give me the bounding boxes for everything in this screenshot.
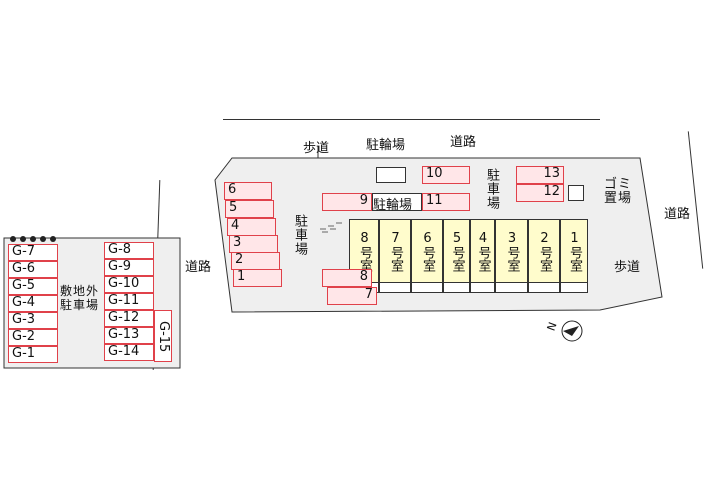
offsite-lot-g9: G-9 <box>104 259 154 276</box>
road-label-top: 道路 <box>450 135 477 150</box>
bike-parking-label-inner: 駐輪場 <box>373 198 413 213</box>
offsite-lot-g3: G-3 <box>8 312 58 329</box>
marker-dot-1 <box>10 236 16 242</box>
offsite-lot-g7: G-7 <box>8 244 58 261</box>
garbage-label: ゴミ置場 <box>604 177 633 206</box>
compass-icon <box>561 320 583 342</box>
road-label-left: 道路 <box>185 260 212 275</box>
offsite-lot-g11: G-11 <box>104 293 154 310</box>
offsite-lot-g1: G-1 <box>8 346 58 363</box>
parking-lot-5: 5 <box>225 200 274 218</box>
offsite-lot-g4: G-4 <box>8 295 58 312</box>
offsite-lot-g2: G-2 <box>8 329 58 346</box>
room-2: 2号室 <box>528 219 560 283</box>
parking-label-left: 駐車場 <box>292 214 307 256</box>
sidewalk-label-right: 歩道 <box>614 260 641 275</box>
parking-lot-1: 1 <box>233 269 282 287</box>
offsite-lot-g6: G-6 <box>8 261 58 278</box>
offsite-lot-g5: G-5 <box>8 278 58 295</box>
parking-lot-12: 12 <box>516 184 564 202</box>
parking-lot-4: 4 <box>227 218 276 236</box>
marker-dot-3 <box>30 236 36 242</box>
bike-parking-label-top: 駐輪場 <box>366 138 406 153</box>
parking-lot-13: 13 <box>516 166 564 184</box>
slope-hatch <box>320 222 342 233</box>
parking-lot-7: 7 <box>327 287 377 305</box>
room-6: 6号室 <box>411 219 443 283</box>
parking-lot-10: 10 <box>422 166 470 184</box>
parking-lot-11: 11 <box>422 193 470 211</box>
room-base-2 <box>528 283 560 293</box>
offsite-lot-g14: G-14 <box>104 344 154 361</box>
room-5: 5号室 <box>443 219 470 283</box>
parking-lot-2: 2 <box>231 252 280 270</box>
room-1: 1号室 <box>560 219 588 283</box>
marker-dot-4 <box>40 236 46 242</box>
offsite-lot-g12: G-12 <box>104 310 154 327</box>
room-base-5 <box>443 283 470 293</box>
parking-lot-9: 9 <box>322 193 372 211</box>
top-road-line <box>223 119 600 120</box>
bike-parking-inner-box <box>372 193 422 211</box>
offsite-lot-g10: G-10 <box>104 276 154 293</box>
bike-parking-box <box>376 167 406 183</box>
garbage-box <box>568 185 584 201</box>
room-7: 7号室 <box>379 219 411 283</box>
room-base-6 <box>411 283 443 293</box>
room-base-4 <box>470 283 495 293</box>
sidewalk-label-top: 歩道 <box>303 141 330 156</box>
room-4: 4号室 <box>470 219 495 283</box>
room-base-3 <box>495 283 528 293</box>
offsite-lot-g8: G-8 <box>104 242 154 259</box>
offsite-lot-g15: G-15 <box>154 310 172 362</box>
room-base-7 <box>379 283 411 293</box>
room-3: 3号室 <box>495 219 528 283</box>
parking-lot-3: 3 <box>229 235 278 253</box>
offsite-parking-label: 敷地外駐車場 <box>60 284 100 312</box>
parking-lot-6: 6 <box>224 182 272 200</box>
road-label-right: 道路 <box>664 207 691 222</box>
marker-dot-5 <box>50 236 56 242</box>
offsite-lot-g13: G-13 <box>104 327 154 344</box>
parking-label-right: 駐車場 <box>484 168 499 210</box>
marker-dot-2 <box>20 236 26 242</box>
parking-lot-8: 8 <box>322 269 372 287</box>
room-base-1 <box>560 283 588 293</box>
